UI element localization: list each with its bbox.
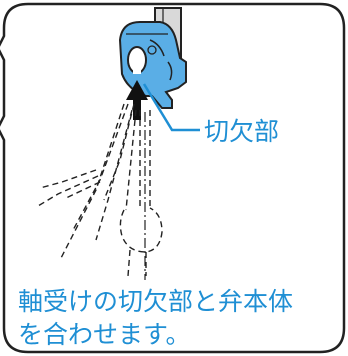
cutout-label: 切欠部 xyxy=(204,117,280,146)
phantom-valve-body xyxy=(37,103,163,277)
caption-line-2: を合わせます。 xyxy=(18,320,191,349)
caption-line-1: 軸受けの切欠部と弁本体 xyxy=(18,287,294,316)
cutout-leader-line xyxy=(142,83,200,132)
insert-arrow xyxy=(126,80,148,120)
instruction-caption: 軸受けの切欠部と弁本体 を合わせます。 xyxy=(18,285,293,351)
